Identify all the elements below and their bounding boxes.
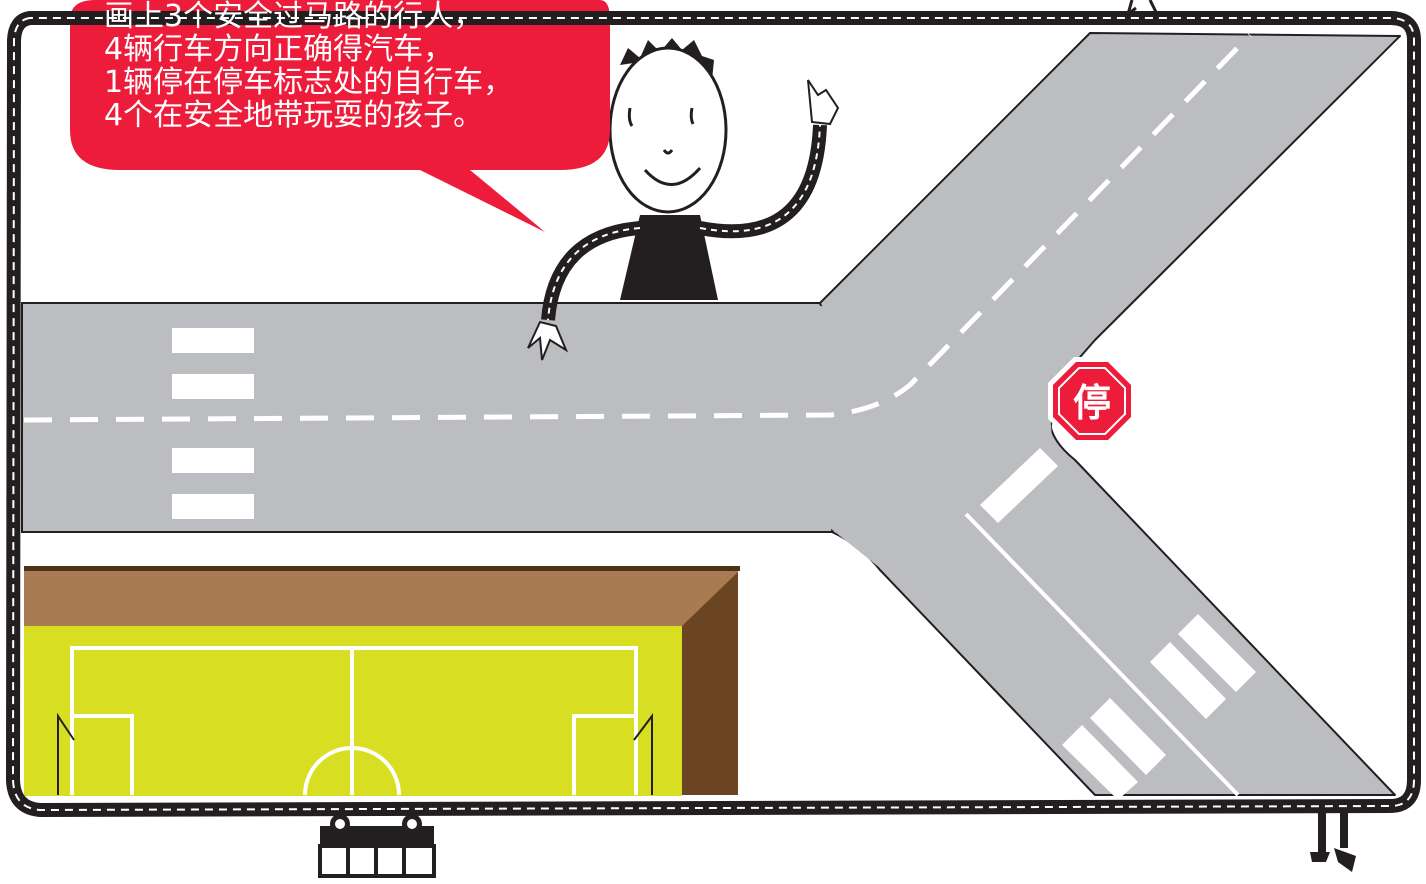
scene-frame (5, 11, 1421, 818)
boy-body (620, 215, 718, 300)
field-goals (57, 712, 653, 795)
field-wall-top (24, 570, 738, 626)
instruction-line-3: 1辆停在停车标志处的自行车， (104, 65, 514, 100)
field-markings (70, 646, 638, 796)
horizontal-center-line (23, 33, 1252, 423)
field-wall-side (682, 572, 738, 795)
boy-head (608, 46, 728, 214)
stop-sign-label: 停 (1072, 380, 1111, 425)
instruction-line-2: 4辆行车方向正确得汽车， (104, 32, 454, 67)
boy-left-hand (527, 320, 569, 361)
stop-line (980, 448, 1058, 523)
road-network (21, 32, 1401, 800)
legs-icon (1310, 812, 1356, 872)
soccer-field (24, 566, 740, 796)
figure-feet-top (1125, 0, 1158, 18)
instruction-line-4: 4个在安全地带玩耍的孩子。 (104, 98, 484, 133)
left-crosswalk (172, 328, 254, 519)
diagonal-crosswalk (1062, 614, 1256, 800)
car-icon (318, 814, 436, 878)
junction-fill (818, 305, 1052, 568)
instruction-text: 画上3个安全过马路的行人， 4辆行车方向正确得汽车， 1辆停在停车标志处的自行车… (104, 0, 604, 132)
boy-right-hand (807, 79, 840, 126)
instruction-bubble (70, 0, 610, 232)
lower-road-edge-line (964, 512, 1240, 797)
instruction-line-1: 画上3个安全过马路的行人， (104, 0, 484, 34)
